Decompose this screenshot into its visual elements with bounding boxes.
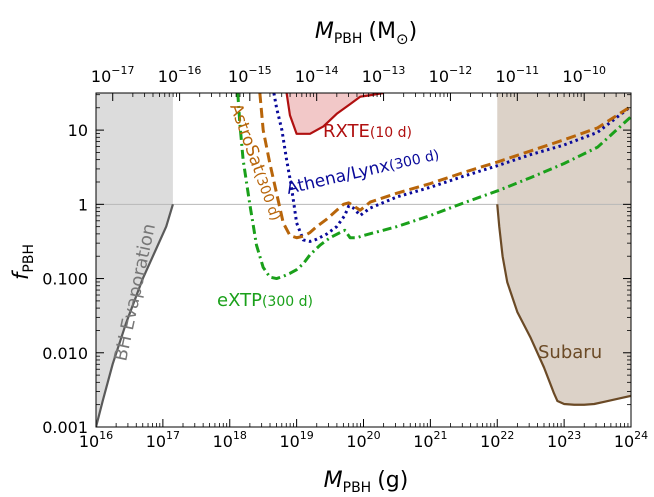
x-tick-label: 1019 — [279, 429, 313, 451]
x-axis-title: MPBH(g) — [324, 468, 409, 496]
athena-lynx-curve — [272, 93, 631, 243]
x-tick-label: 1022 — [480, 429, 514, 451]
bh-evaporation-region — [96, 93, 173, 427]
y-axis-title: fPBH — [9, 244, 37, 280]
rxte-curve — [285, 93, 384, 135]
y-tick-label: 0.001 — [42, 418, 88, 437]
y-tick-label: 0.010 — [42, 344, 88, 363]
top-tick-label: 10−16 — [158, 64, 202, 86]
tick-marks — [95, 93, 632, 428]
top-tick-label: 10−17 — [91, 64, 135, 86]
constraint-curves — [96, 93, 631, 427]
astrosat-curve — [258, 93, 631, 240]
top-axis-title: MPBH(M⊙) — [315, 19, 417, 48]
y-tick-label: 1 — [78, 195, 88, 214]
x-tick-label: 1024 — [614, 429, 648, 451]
x-tick-label: 1021 — [413, 429, 447, 451]
label-subaru: Subaru — [538, 342, 602, 363]
x-tick-label: 1023 — [547, 429, 581, 451]
x-tick-label: 1018 — [213, 429, 247, 451]
top-tick-label: 10−10 — [562, 64, 606, 86]
x-tick-label: 1017 — [146, 429, 180, 451]
bh-evaporation-curve — [96, 204, 174, 427]
rxte-region — [286, 93, 384, 134]
shaded-regions — [96, 93, 631, 427]
top-tick-label: 10−13 — [362, 64, 406, 86]
top-tick-label: 10−14 — [295, 64, 339, 86]
y-tick-label: 10 — [68, 121, 88, 140]
top-tick-label: 10−15 — [228, 64, 272, 86]
extp-curve — [236, 93, 631, 281]
subaru-curve — [496, 204, 631, 406]
top-tick-label: 10−11 — [496, 64, 540, 86]
subaru-region — [497, 93, 631, 405]
tick-labels: 1016 1017 1018 1019 1020 1021 1022 1023 1024 10−1… — [42, 64, 648, 451]
x-tick-label: 1020 — [346, 429, 380, 451]
label-extp: eXTP(300 d) — [217, 290, 313, 311]
x-tick-label: 1016 — [79, 429, 113, 451]
y-tick-label: 0.100 — [42, 270, 88, 289]
label-rxte: RXTE(10 d) — [323, 121, 412, 142]
top-tick-label: 10−12 — [429, 64, 473, 86]
